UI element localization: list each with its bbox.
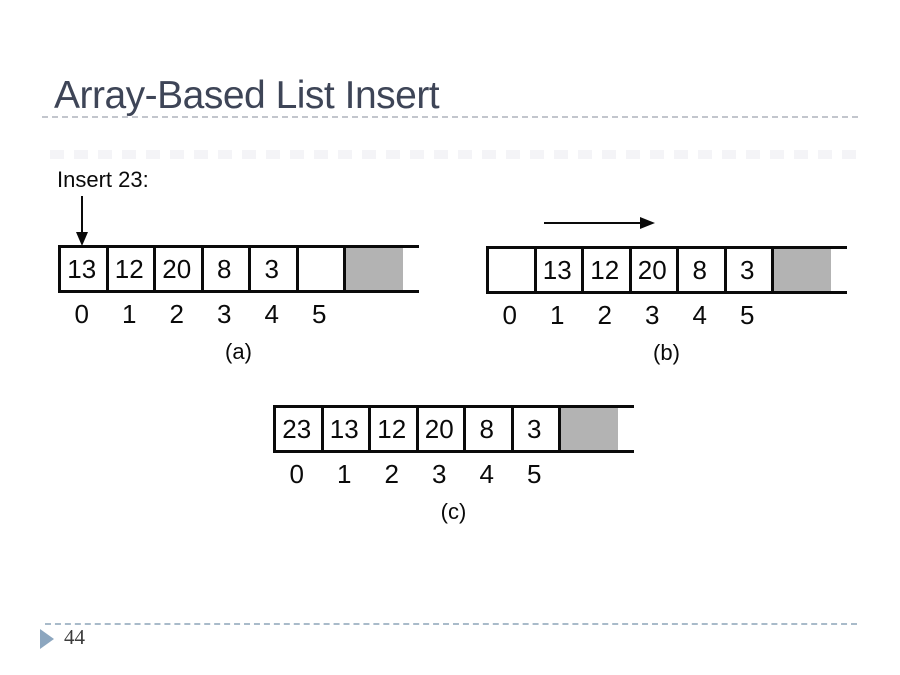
array-cell: 12 (114, 254, 144, 284)
title-underline (42, 116, 858, 118)
array-unused-region (561, 408, 618, 450)
array-cell: 12 (377, 414, 407, 444)
index-label: 3 (645, 300, 660, 330)
cell-border (581, 246, 584, 294)
index-label: 5 (527, 459, 542, 489)
array-rail-top (273, 405, 634, 408)
insert-annotation-label: Insert 23: (57, 167, 149, 192)
cell-border (628, 246, 632, 294)
cell-border (723, 246, 727, 294)
page-marker-icon (40, 629, 54, 649)
shift-right-arrow-icon (544, 217, 655, 229)
array-rail-top (58, 245, 419, 248)
array-cell: 20 (162, 254, 192, 284)
array-cell: 20 (637, 255, 667, 285)
array-rail-bottom (58, 290, 419, 293)
figure-caption: (b) (653, 340, 680, 365)
index-label: 5 (740, 300, 755, 330)
footer-rule (45, 623, 857, 625)
cell-border (105, 245, 109, 293)
array-cell (296, 245, 344, 293)
figure-caption: (a) (225, 339, 252, 364)
index-label: 4 (692, 300, 707, 330)
index-label: 3 (217, 299, 232, 329)
array-cell: 23 (282, 414, 312, 444)
cell-border (533, 246, 537, 294)
array-cell: 8 (692, 255, 707, 285)
array-rail-bottom (273, 450, 634, 453)
index-label: 5 (312, 299, 327, 329)
cell-border (486, 246, 489, 294)
array-cell: 20 (424, 414, 454, 444)
array-cell: 8 (479, 414, 494, 444)
array-figure-a: 13 12 20 8 3 0 1 2 3 4 5 (a) (58, 245, 478, 380)
array-figure-b: 13 12 20 8 3 0 1 2 3 4 5 (b) (486, 246, 900, 381)
array-rail-bottom (486, 291, 847, 294)
index-label: 0 (289, 459, 304, 489)
cell-border (295, 245, 299, 293)
array-cell: 3 (527, 414, 542, 444)
index-label: 2 (384, 459, 399, 489)
array-unused-region (774, 249, 831, 291)
array-rail-top (486, 246, 847, 249)
array-cell: 3 (740, 255, 755, 285)
cell-border (273, 405, 276, 453)
index-label: 1 (550, 300, 565, 330)
index-label: 1 (337, 459, 352, 489)
index-label: 2 (597, 300, 612, 330)
cell-border (368, 405, 371, 453)
array-unused-region (346, 248, 403, 290)
array-cell: 13 (67, 254, 97, 284)
cell-border (200, 245, 204, 293)
cell-border (415, 405, 419, 453)
array-cell: 8 (217, 254, 232, 284)
cell-border (463, 405, 466, 453)
cell-border (320, 405, 324, 453)
cell-border (676, 246, 679, 294)
array-cell: 13 (542, 255, 572, 285)
page-title: Array-Based List Insert (54, 74, 440, 117)
index-label: 2 (169, 299, 184, 329)
array-cell: 3 (264, 254, 279, 284)
page-number: 44 (64, 625, 85, 649)
cell-border (153, 245, 156, 293)
cell-border (558, 405, 561, 453)
index-label: 0 (502, 300, 517, 330)
insert-down-arrow-icon (76, 196, 88, 246)
index-label: 0 (74, 299, 89, 329)
cell-border (771, 246, 774, 294)
cell-border (343, 245, 346, 293)
cell-border (58, 245, 61, 293)
array-cell: 13 (329, 414, 359, 444)
index-label: 4 (264, 299, 279, 329)
array-cell (486, 246, 534, 294)
array-figure-c: 23 13 12 20 8 3 0 1 2 3 4 5 (c) (273, 405, 693, 540)
cell-border (248, 245, 251, 293)
index-label: 4 (479, 459, 494, 489)
dotted-accent-band (40, 150, 858, 159)
figure-caption: (c) (440, 499, 467, 524)
index-label: 1 (122, 299, 137, 329)
index-label: 3 (432, 459, 447, 489)
array-cell: 12 (590, 255, 620, 285)
cell-border (510, 405, 514, 453)
